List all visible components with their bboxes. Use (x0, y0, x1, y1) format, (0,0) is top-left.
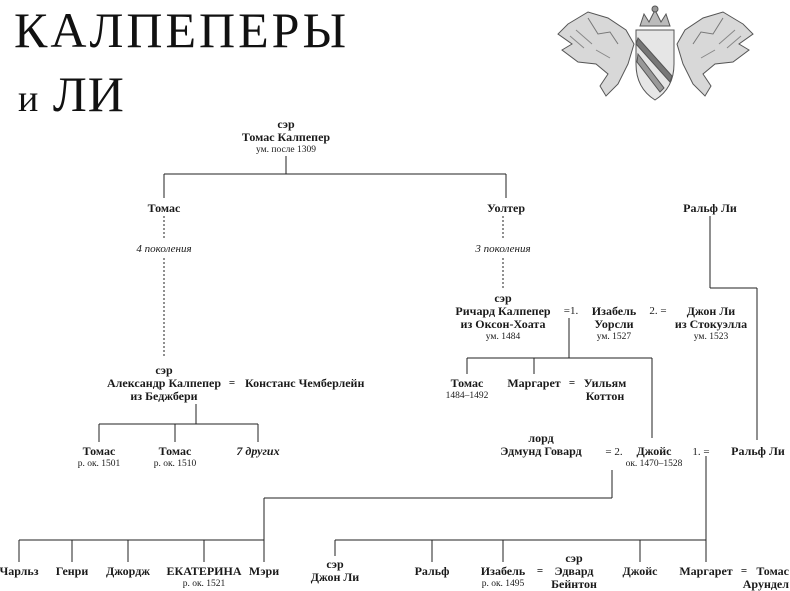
marriage-mark: = (568, 377, 576, 389)
person-title: лорд (528, 431, 554, 445)
title-conjunction: и (18, 78, 40, 120)
person-dates: р. ок. 1495 (481, 579, 525, 589)
person-name: Уолтер (487, 201, 525, 215)
person-name: Чарльз (0, 564, 39, 578)
person-thomas-a: Томас р. ок. 1501 (78, 445, 121, 470)
other-children-text: 7 других (236, 444, 280, 458)
person-prefix: сэр (326, 557, 344, 571)
person-catherine: ЕКАТЕРИНА р. ок. 1521 (167, 565, 242, 590)
person-richard-culpeper: сэр Ричард Калпепер из Оксон-Хоата ум. 1… (455, 292, 550, 343)
person-isabel-2: Изабель р. ок. 1495 (481, 565, 525, 590)
page-title: КАЛПЕПЕРЫ (14, 2, 350, 58)
person-margaret: Маргарет (507, 377, 560, 390)
person-name: Ральф (414, 564, 450, 578)
person-origin: из Стокуэлла (674, 317, 748, 331)
person-dates: ок. 1470–1528 (625, 459, 683, 469)
person-name: Ричард Калпепер (455, 304, 551, 318)
person-dates: ум. 1523 (693, 332, 729, 342)
generations-note: 4 поколения (136, 243, 192, 255)
person-henry: Генри (56, 565, 89, 578)
person-origin: из Беджбери (130, 389, 198, 403)
person-joyce: Джойс ок. 1470–1528 (626, 445, 683, 470)
person-charles: Чарльз (0, 565, 39, 578)
person-name: Мэри (248, 564, 280, 578)
person-dates: р. ок. 1521 (182, 579, 226, 589)
person-name: Изабель (480, 564, 526, 578)
person-name: Томас Калпепер (241, 130, 331, 144)
person-prefix: сэр (565, 551, 583, 565)
person-margaret-2: Маргарет (679, 565, 732, 578)
person-name: Томас (82, 444, 116, 458)
person-walter: Уолтер (487, 202, 525, 215)
person-constance-chamberlain: Констанс Чемберлейн (245, 377, 364, 390)
person-lord-edmund-howard: лорд Эдмунд Говард (500, 432, 581, 458)
person-name: Джойс (636, 444, 672, 458)
marriage-mark: = (228, 377, 236, 389)
person-thomas-arundel: Томас Арундел (743, 565, 789, 591)
person-name: Ральф Ли (731, 444, 785, 458)
person-name: Джойс (622, 564, 658, 578)
coat-of-arms-icon (557, 5, 754, 101)
person-origin: из Оксон-Хоата (460, 317, 546, 331)
person-ralph-lee: Ральф Ли (683, 202, 737, 215)
marriage-mark: = (740, 565, 748, 577)
person-name: Томас (158, 444, 192, 458)
person-thomas-culpeper-root: сэр Томас Калпепер ум. после 1309 (242, 118, 330, 156)
person-name: Томас (756, 564, 789, 578)
other-children-note: 7 других (236, 445, 279, 458)
person-thomas: Томас (148, 202, 181, 215)
person-surname: Арундел (742, 577, 789, 591)
person-dates: ум. 1527 (596, 332, 632, 342)
person-thomas-b: Томас р. ок. 1510 (154, 445, 197, 470)
person-joyce-2: Джойс (623, 565, 658, 578)
person-name: Александр Калпепер (106, 376, 222, 390)
person-dates: р. ок. 1501 (77, 459, 121, 469)
person-name: Уильям (583, 376, 627, 390)
person-prefix: сэр (494, 291, 512, 305)
person-name: Ральф Ли (683, 201, 737, 215)
person-name: ЕКАТЕРИНА (166, 564, 242, 578)
person-john-lee: Джон Ли из Стокуэлла ум. 1523 (675, 305, 747, 343)
person-george: Джордж (106, 565, 150, 578)
person-alexander-culpeper: сэр Александр Калпепер из Беджбери (107, 364, 221, 403)
person-dates: 1484–1492 (445, 391, 489, 401)
marriage-mark: = (536, 565, 544, 577)
person-surname: Уорсли (594, 317, 634, 331)
person-name: Томас (147, 201, 181, 215)
generations-note: 3 поколения (475, 243, 531, 255)
title-name: ЛИ (52, 66, 125, 122)
person-name: Маргарет (507, 376, 561, 390)
person-name: Эдвард Бейнтон (551, 564, 597, 591)
person-john-lee-2: сэр Джон Ли (311, 558, 359, 584)
marriage-mark: =1. (563, 305, 579, 317)
person-name: Маргарет (679, 564, 733, 578)
page-subtitle: и ЛИ (18, 66, 125, 127)
person-name: Генри (55, 564, 89, 578)
person-name: Констанс Чемберлейн (245, 376, 365, 390)
person-name: Эдмунд Говард (500, 444, 582, 458)
person-dates: р. ок. 1510 (153, 459, 197, 469)
marriage-mark: 1. = (692, 446, 710, 458)
person-ralph-2: Ральф (415, 565, 450, 578)
person-isabel-worsley: Изабель Уорсли ум. 1527 (592, 305, 636, 343)
person-name: Джордж (106, 564, 150, 578)
person-prefix: сэр (277, 117, 295, 131)
person-prefix: сэр (155, 363, 173, 377)
person-edward-baynton: сэр Эдвард Бейнтон (534, 552, 614, 591)
person-thomas-2: Томас 1484–1492 (446, 377, 489, 402)
person-dates: ум. 1484 (485, 332, 521, 342)
person-surname: Коттон (585, 389, 625, 403)
person-mary: Мэри (249, 565, 279, 578)
person-dates: ум. после 1309 (255, 145, 317, 155)
person-ralph-lee-2: Ральф Ли (731, 445, 785, 458)
person-william-cotton: Уильям Коттон (584, 377, 626, 403)
person-name: Томас (450, 376, 484, 390)
person-name: Джон Ли (686, 304, 736, 318)
person-name: Джон Ли (310, 570, 360, 584)
person-name: Изабель (591, 304, 637, 318)
marriage-mark: = 2. (605, 446, 623, 458)
marriage-mark: 2. = (649, 305, 667, 317)
